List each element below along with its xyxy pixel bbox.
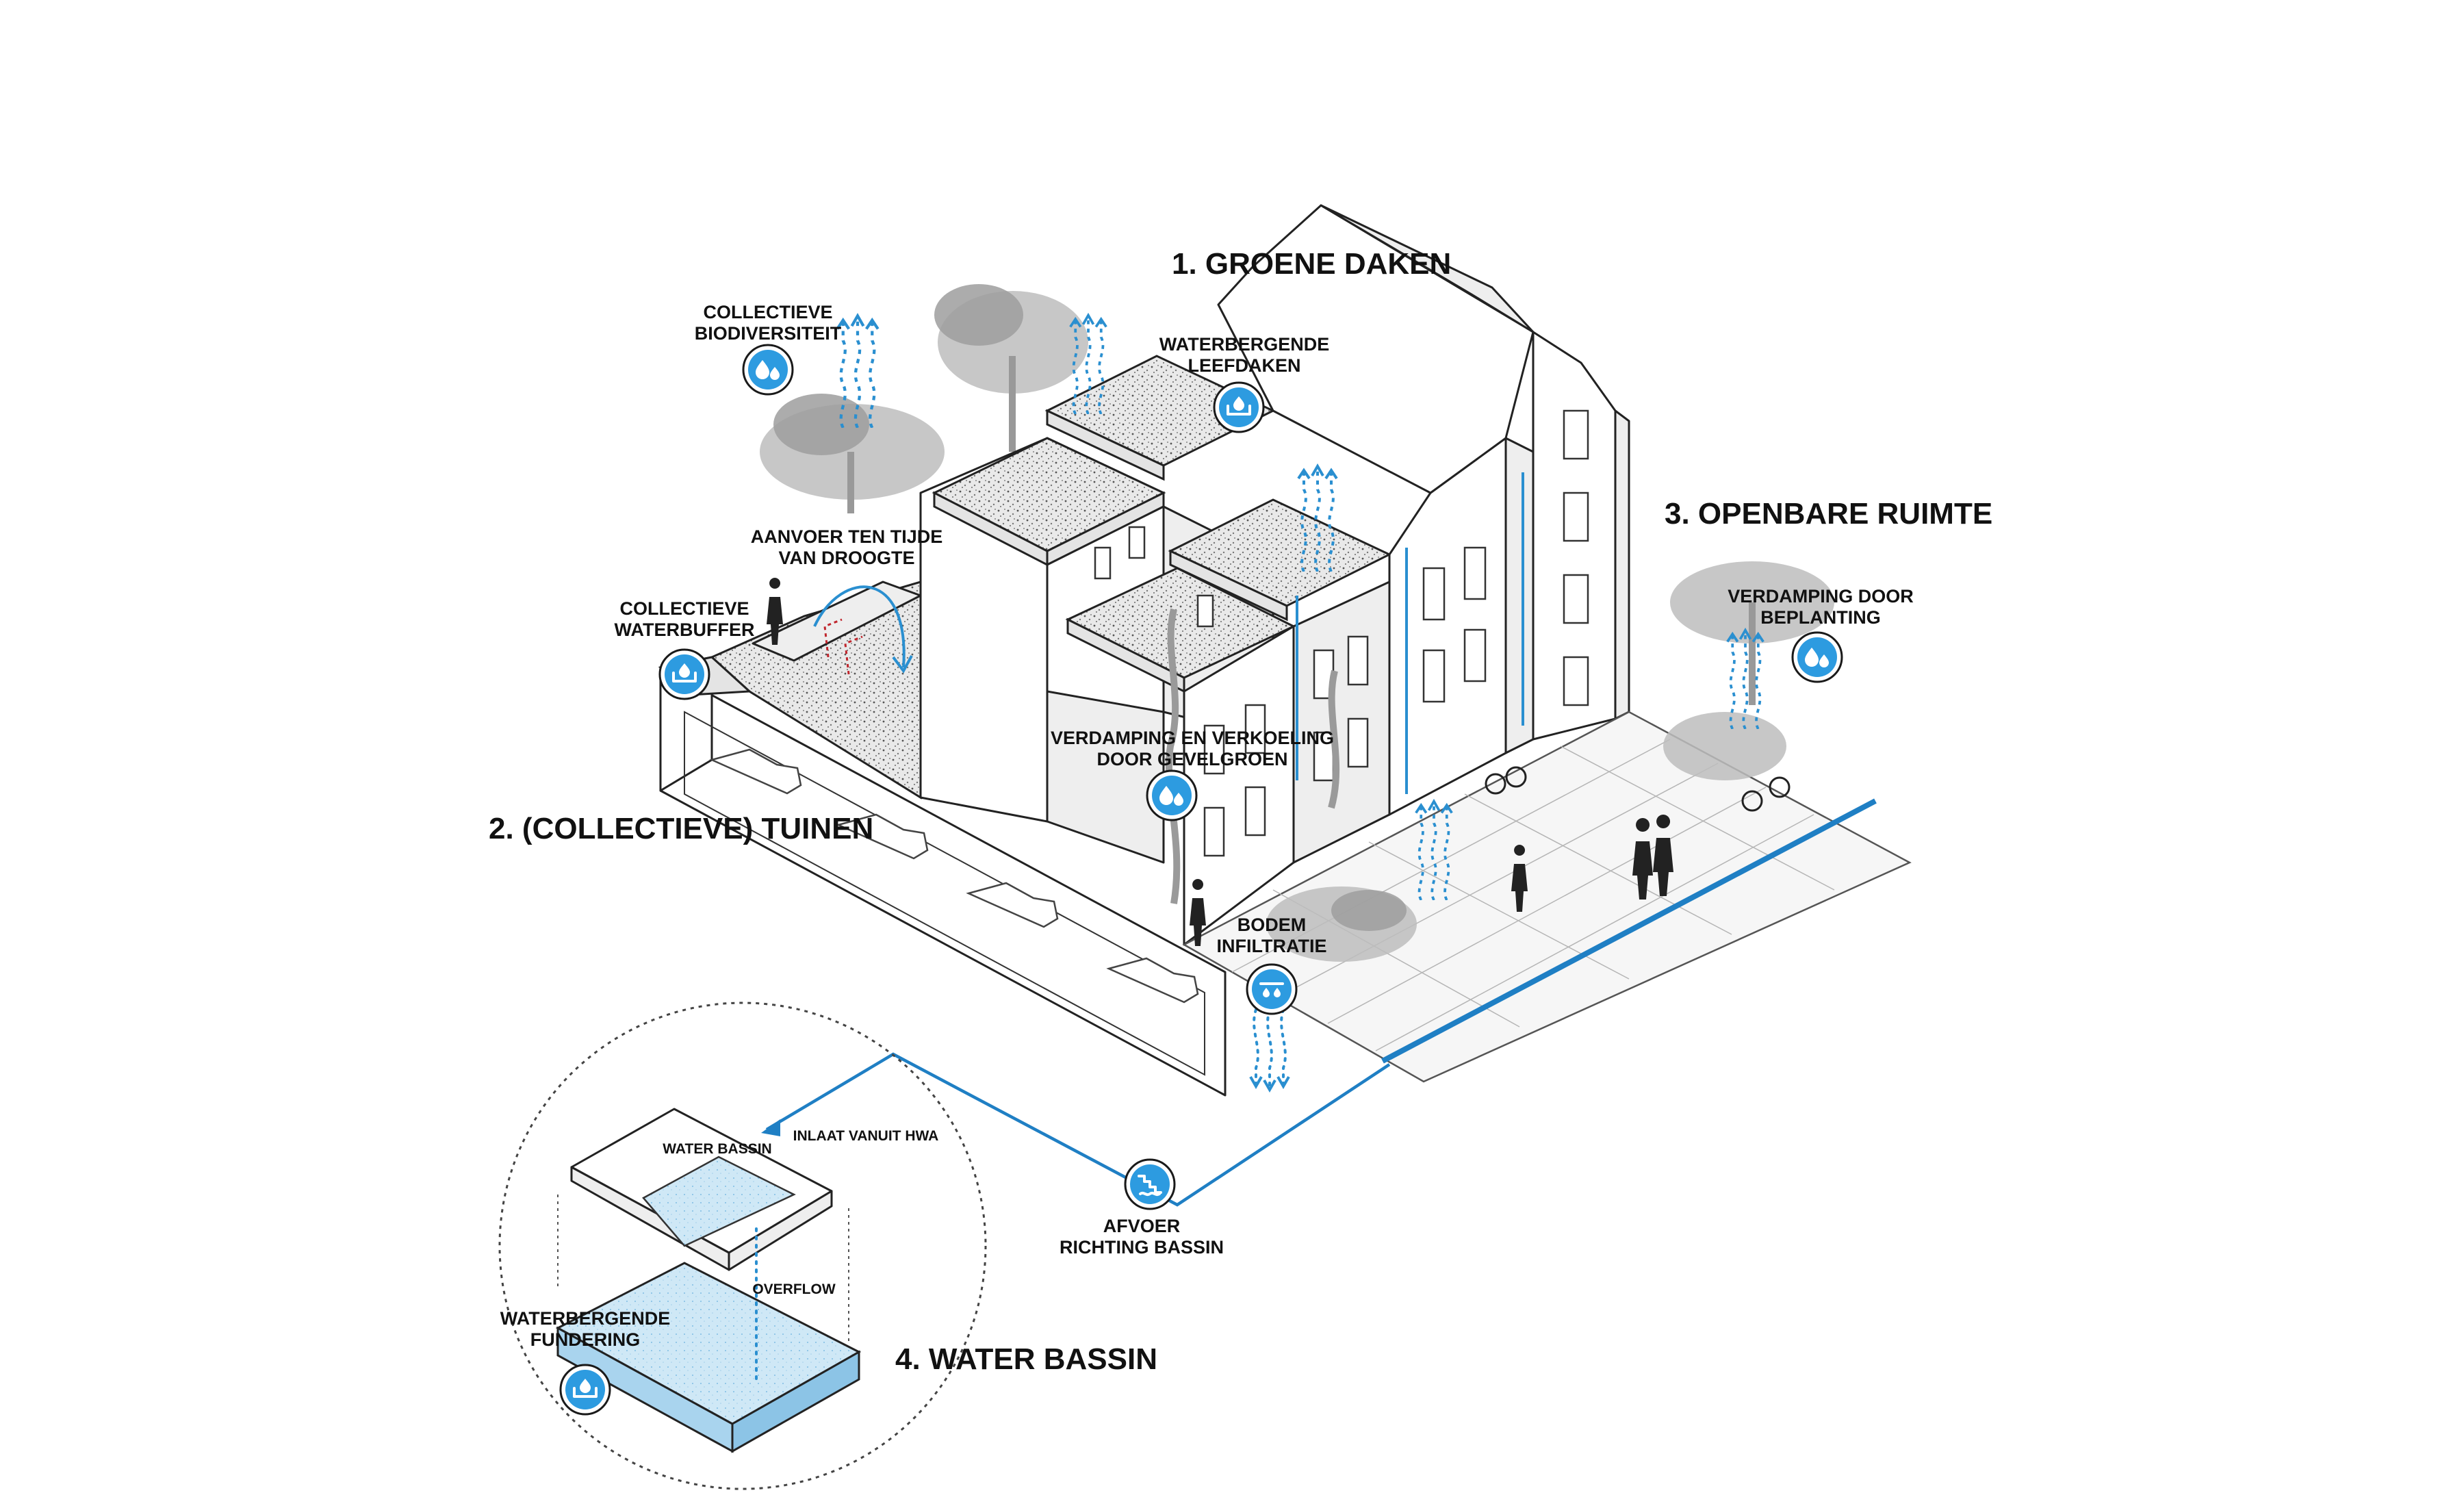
infiltration-icon xyxy=(1246,963,1298,1015)
label-inlaat: INLAAT VANUIT HWA xyxy=(793,1128,939,1144)
label-gevelgroen-2: DOOR GEVELGROEN xyxy=(1096,749,1287,769)
drought-supply-arrow xyxy=(813,585,906,668)
facade-greenery xyxy=(1165,608,1340,904)
annotation-labels: COLLECTIEVE BIODIVERSITEIT WATERBERGENDE… xyxy=(500,302,1914,1350)
label-overflow: OVERFLOW xyxy=(752,1281,836,1297)
label-infiltratie-2: INFILTRATIE xyxy=(1217,936,1327,956)
retention-icon xyxy=(658,648,710,700)
retention-icon xyxy=(1213,381,1265,433)
retention-icon xyxy=(559,1364,611,1416)
label-beplanting-2: BEPLANTING xyxy=(1760,607,1881,628)
label-infiltratie-1: BODEM xyxy=(1237,915,1307,935)
label-bassin-tag: WATER BASSIN xyxy=(663,1141,771,1157)
section-labels: 1. GROENE DAKEN 2. (COLLECTIEVE) TUINEN … xyxy=(489,247,1992,1376)
evaporation-icon xyxy=(742,344,794,396)
parked-cars xyxy=(709,748,1199,1004)
label-afvoer-2: RICHTING BASSIN xyxy=(1060,1237,1224,1258)
basin-detail xyxy=(498,1001,987,1490)
label-biodiversiteit-1: COLLECTIEVE xyxy=(703,302,832,322)
roof-windows xyxy=(1094,526,1214,628)
underground-parking xyxy=(659,656,1227,1097)
street-planting xyxy=(1266,561,1834,962)
label-leefdaken-2: LEEFDAKEN xyxy=(1188,355,1300,376)
label-waterbuffer-1: COLLECTIEVE xyxy=(619,598,749,619)
public-space xyxy=(1182,561,1912,1083)
label-fundering-2: FUNDERING xyxy=(530,1329,641,1350)
garden-trees xyxy=(760,284,1088,513)
label-groene-daken: 1. GROENE DAKEN xyxy=(1172,247,1451,281)
label-aanvoer-2: VAN DROOGTE xyxy=(778,548,914,568)
green-roof-modules xyxy=(932,355,1392,741)
drainage-icon xyxy=(1124,1158,1176,1210)
label-afvoer-1: AFVOER xyxy=(1103,1216,1181,1236)
collective-garden xyxy=(658,284,1088,800)
label-openbare-ruimte: 3. OPENBARE RUIMTE xyxy=(1665,497,1992,531)
evaporation-icon xyxy=(1146,769,1198,821)
label-beplanting-1: VERDAMPING DOOR xyxy=(1728,586,1914,607)
label-leefdaken-1: WATERBERGENDE xyxy=(1159,334,1330,355)
label-tuinen: 2. (COLLECTIEVE) TUINEN xyxy=(489,812,873,845)
townhouse-row xyxy=(1165,437,1535,946)
evaporation-icon xyxy=(1791,631,1843,683)
label-biodiversiteit-2: BIODIVERSITEIT xyxy=(695,323,842,344)
tall-house-windows xyxy=(1563,409,1589,706)
label-waterbuffer-2: WATERBUFFER xyxy=(615,620,755,640)
evaporation-arrows xyxy=(837,314,1765,1093)
pedestrians xyxy=(1190,766,1791,946)
drainage-pipe xyxy=(761,1052,1391,1207)
label-gevelgroen-1: VERDAMPING EN VERKOELING xyxy=(1051,728,1334,748)
label-fundering-1: WATERBERGENDE xyxy=(500,1308,671,1329)
label-aanvoer-1: AANVOER TEN TIJDE xyxy=(751,526,943,547)
facade-windows xyxy=(1203,546,1487,857)
label-water-bassin: 4. WATER BASSIN xyxy=(895,1342,1157,1376)
